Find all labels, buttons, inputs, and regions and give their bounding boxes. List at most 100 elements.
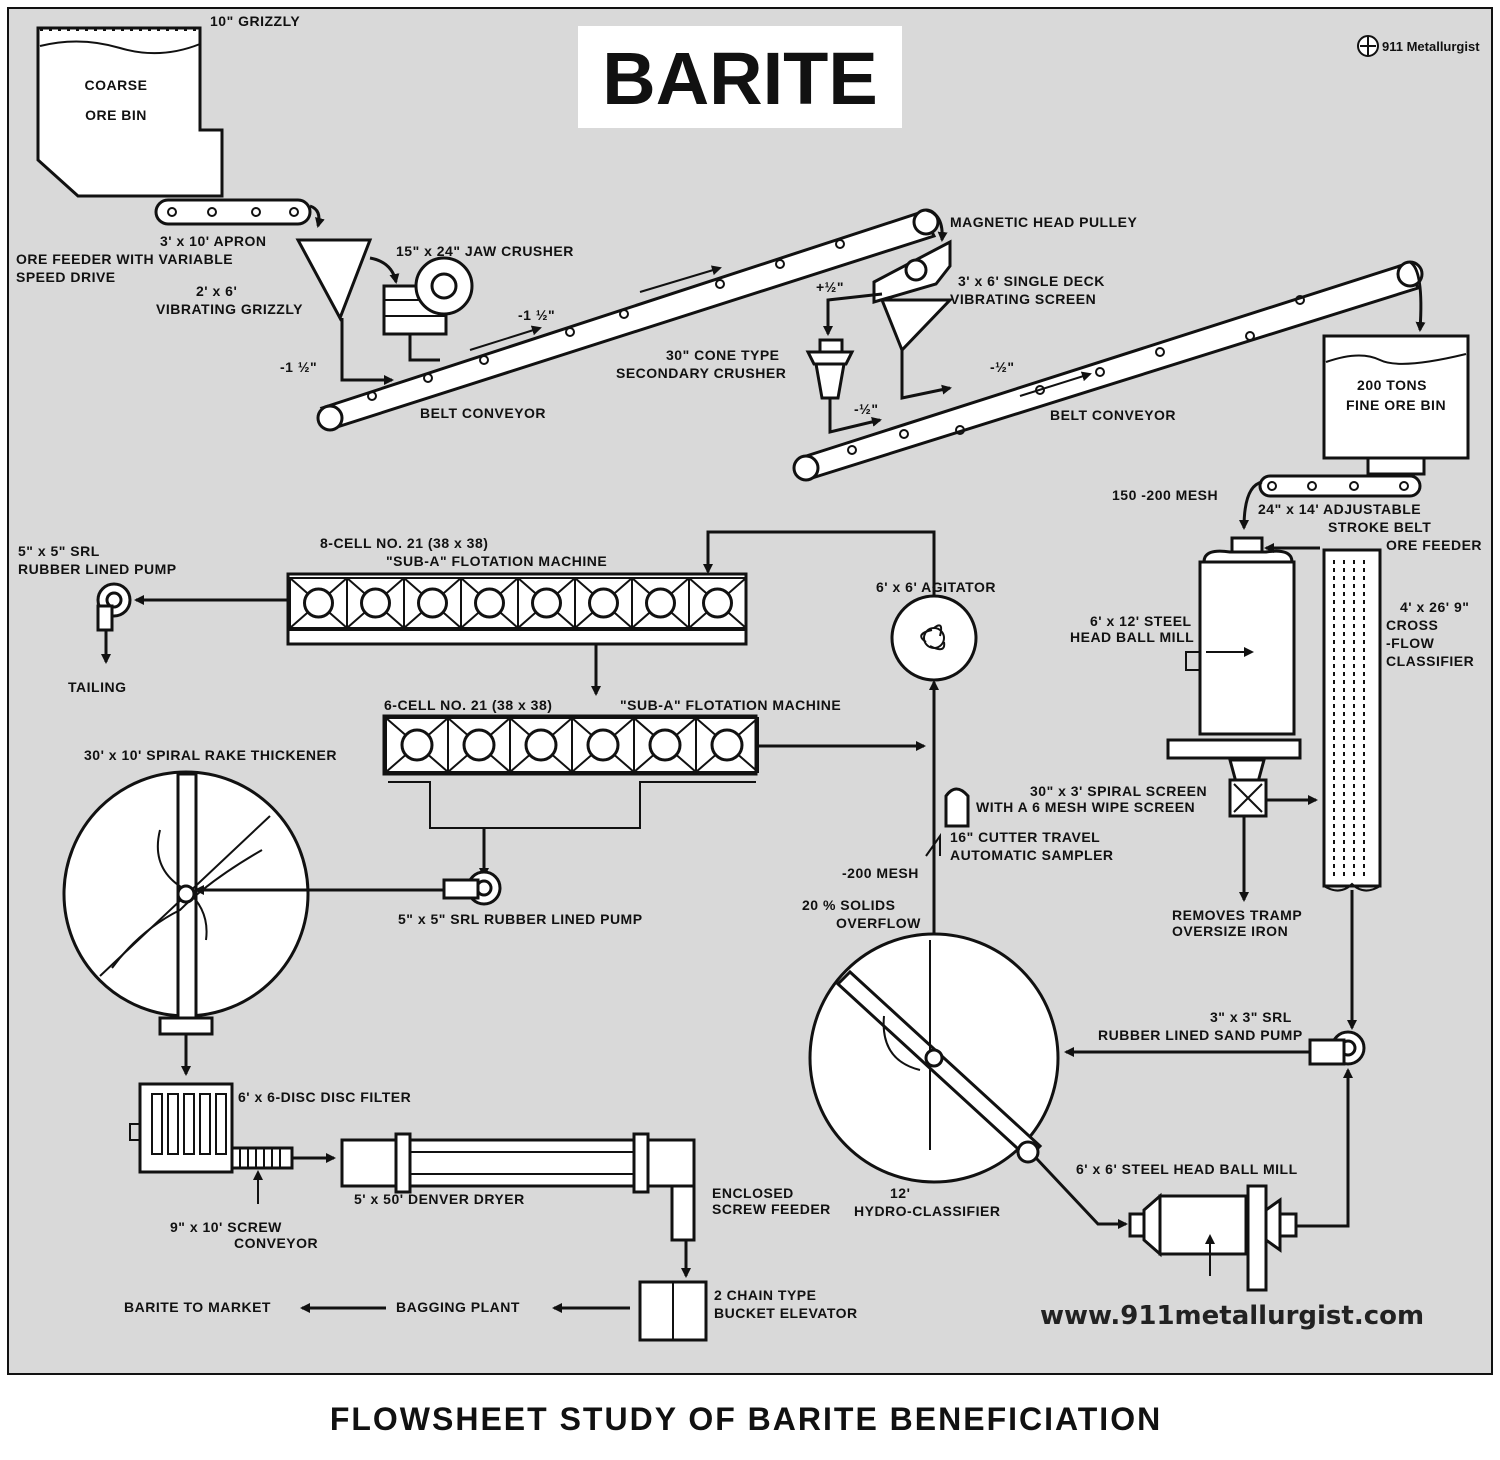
flow-screen-undersize [900,350,952,400]
flow-belt1-to-screen [925,208,948,242]
grizzly-label: 10" GRIZZLY [210,13,300,29]
bucket-label-1: 2 CHAIN TYPE [714,1287,816,1303]
flotation-cell [460,577,519,629]
screw-conveyor [230,1146,294,1170]
sand-pump-label-2: RUBBER LINED SAND PUMP [1098,1027,1303,1043]
sand-pump [1308,1030,1366,1066]
belt-ore-feeder [1258,474,1422,498]
minus-half-label-b: -½" [990,359,1014,375]
logo-globe-lines [1360,36,1376,56]
flotation-concentrate-launder [388,781,756,829]
flot6-label-b: "SUB-A" FLOTATION MACHINE [620,697,841,713]
flotation-cell [385,717,449,773]
screw-conv-label-2: CONVEYOR [234,1235,318,1251]
title-box [578,26,902,128]
cone-label-2: SECONDARY CRUSHER [616,365,786,381]
flot8-label-1: 8-CELL NO. 21 (38 x 38) [320,535,488,551]
cone-crusher [805,338,855,400]
pump1-label-2: RUBBER LINED PUMP [18,561,177,577]
flotation-cell [509,717,573,773]
flow-grizzly-oversize-to-jaw [369,256,400,284]
disc-filter-label: 6' x 6-DISC DISC FILTER [238,1089,411,1105]
flow-screen-oversize-to-cone [823,292,883,336]
hydro-label-1: 12' [890,1185,910,1201]
flow-hydro-to-ballmill2 [1034,1156,1128,1229]
flow-cone-discharge [828,398,882,434]
minus-half-label-a: -½" [854,401,878,417]
fine-bin-label-1: 200 TONS [1357,377,1427,393]
mesh200-label: -200 MESH [842,865,919,881]
flotation-cell [574,577,633,629]
figure-caption: FLOWSHEET STUDY OF BARITE BENEFICIATION [330,1401,1162,1437]
classifier-label-3: -FLOW [1386,635,1435,651]
flot6-label-a: 6-CELL NO. 21 (38 x 38) [384,697,552,713]
solids-label-1: 20 % SOLIDS [802,897,895,913]
flotation-cell [571,717,635,773]
agitator [890,594,978,682]
screw-feeder-label-2: SCREW FEEDER [712,1201,831,1217]
flotation-cells-6 [385,717,759,773]
coarse-bin-label-2: ORE BIN [85,107,147,123]
agitator-label: 6' x 6' AGITATOR [876,579,996,595]
vibrating-grizzly [295,238,373,322]
screen-label-2: VIBRATING SCREEN [950,291,1096,307]
cross-flow-classifier [1322,548,1382,892]
classifier-label-4: CLASSIFIER [1386,653,1474,669]
apron-label-2: ORE FEEDER WITH VARIABLE [16,251,233,267]
concentrate-pump [442,870,502,906]
hydro-classifier [808,932,1060,1184]
flow-feeder-to-ballmill [1239,480,1263,530]
apron-label-3: SPEED DRIVE [16,269,116,285]
flow-apron-to-grizzly [309,204,325,228]
bagging-label: BAGGING PLANT [396,1299,520,1315]
fine-bin-label-2: FINE ORE BIN [1346,397,1446,413]
pump2-label: 5" x 5" SRL RUBBER LINED PUMP [398,911,643,927]
coarse-ore-bin [36,26,224,198]
flow-jaw-discharge [408,334,440,362]
website-url[interactable]: www.911metallurgist.com [1040,1301,1424,1331]
flow-ballmill2-to-sand-pump [1296,1068,1353,1228]
solids-label-2: OVERFLOW [836,915,921,931]
ballmill1-label-1: 6' x 12' STEEL [1090,613,1192,629]
tramp-label-1: REMOVES TRAMP [1172,907,1302,923]
spiral-screen-label-2: WITH A 6 MESH WIPE SCREEN [976,799,1195,815]
jaw-crusher-label: 15" x 24" JAW CRUSHER [396,243,574,259]
automatic-sampler [925,787,970,857]
hydro-label-2: HYDRO-CLASSIFIER [854,1203,1000,1219]
flot8-label-2: "SUB-A" FLOTATION MACHINE [386,553,607,569]
flotation-machine-6-cell [382,714,758,776]
plus-half-label: +½" [816,279,844,295]
ballmill2-label: 6' x 6' STEEL HEAD BALL MILL [1076,1161,1298,1177]
logo: 911 Metallurgist [1357,35,1480,57]
tailing-pump [96,582,132,632]
spiral-rake-thickener [62,770,310,1036]
apron-label-1: 3' x 10' APRON [160,233,267,249]
classifier-label-2: CROSS [1386,617,1438,633]
diagram-title: BARITE [602,37,877,120]
belt-conveyor-1 [316,208,940,432]
size-label-b: -1 ½" [518,307,555,323]
flow-agitator-to-flotation [703,530,936,596]
logo-text: 911 Metallurgist [1382,39,1480,54]
mesh150-label: 150 -200 MESH [1112,487,1218,503]
sand-pump-label-1: 3" x 3" SRL [1210,1009,1292,1025]
belt2-direction-arrow [1019,371,1092,397]
spiral-screen-label-1: 30" x 3' SPIRAL SCREEN [1030,783,1207,799]
ballmill1-label-2: HEAD BALL MILL [1070,629,1194,645]
pump1-label-1: 5" x 5" SRL [18,543,100,559]
flotation-cell [695,717,759,773]
magnetic-pulley-label: MAGNETIC HEAD PULLEY [950,214,1138,230]
flotation-cell [403,577,462,629]
sampler-label-1: 16" CUTTER TRAVEL [950,829,1100,845]
tramp-label-2: OVERSIZE IRON [1172,923,1288,939]
bucket-label-2: BUCKET ELEVATOR [714,1305,858,1321]
bucket-elevator [638,1280,708,1342]
belt-feeder-label-2: STROKE BELT [1328,519,1431,535]
belt-feeder-label-1: 24" x 14' ADJUSTABLE [1258,501,1421,517]
vib-grizzly-label-1: 2' x 6' [196,283,237,299]
belt1-label: BELT CONVEYOR [420,405,546,421]
flotation-cell [688,577,747,629]
market-label: BARITE TO MARKET [124,1299,271,1315]
coarse-bin-label-1: COARSE [85,77,148,93]
